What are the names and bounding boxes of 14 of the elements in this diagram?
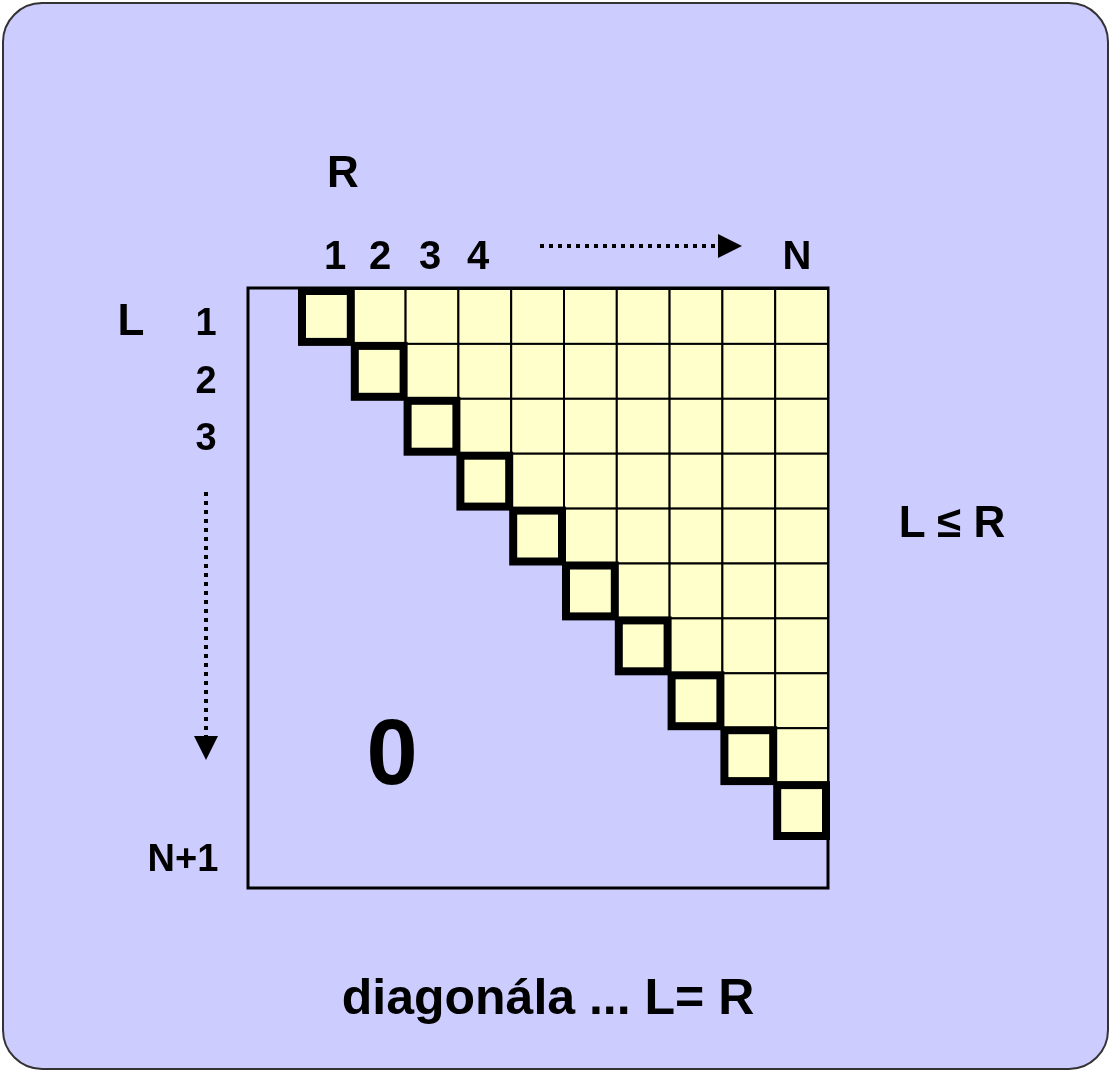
condition-label: L ≤ R xyxy=(898,500,1006,544)
column-number: 4 xyxy=(466,235,490,275)
row-number: N+1 xyxy=(147,839,219,877)
column-number: 2 xyxy=(368,235,392,275)
column-number: N xyxy=(782,235,812,275)
row-number: 3 xyxy=(195,418,217,456)
column-number: 3 xyxy=(418,235,442,275)
axis-label: L xyxy=(117,298,145,342)
row-number: 2 xyxy=(195,361,217,399)
zero-label: 0 xyxy=(366,706,418,798)
row-number: 1 xyxy=(195,303,217,341)
column-number: 1 xyxy=(323,235,347,275)
caption: diagonála ... L= R xyxy=(341,972,755,1022)
axis-label: R xyxy=(327,150,359,194)
